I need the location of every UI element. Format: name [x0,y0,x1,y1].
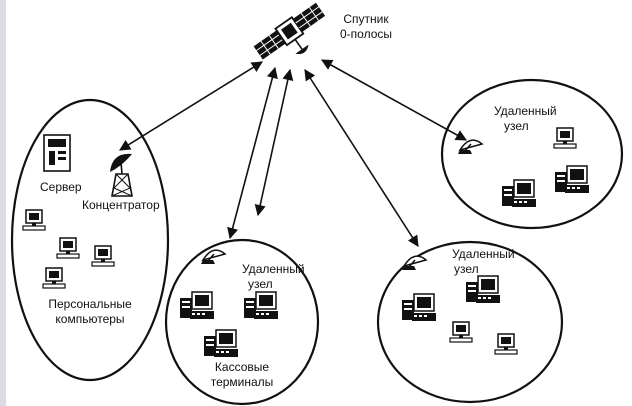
pc-icon [91,245,115,267]
remote-site-bottom-right-label-line1: Удаленный [452,247,515,261]
dish-icon [200,249,226,265]
satellite-label: Спутник 0-полосы [334,12,398,42]
cash-terminal-icon [179,291,215,320]
personal-computers-label-line1: Персональные [48,297,132,311]
cash-terminals-label-line1: Кассовые [214,360,270,374]
personal-computers-label: Персональные компьютеры [40,297,140,327]
concentrator-label: Концентратор [82,198,160,212]
cash-terminal-icon [554,165,590,194]
link-arrow-bottom-right [304,69,419,247]
dish-icon [457,139,483,155]
link-arrow-top-right [321,59,467,141]
dish-icon [401,255,427,271]
personal-computers-label-line2: компьютеры [55,312,125,326]
satellite-label-line2: 0-полосы [339,27,392,41]
remote-site-bottom-center-label-line2: узел [248,277,273,291]
cash-terminal-icon [243,291,279,320]
concentrator-dish-icon [110,153,133,197]
server-icon [43,134,71,172]
cash-terminal-icon [203,329,239,358]
cash-terminals-label-line2: терминалы [210,375,274,389]
cash-terminals-label: Кассовые терминалы [202,360,282,390]
pc-icon [449,321,473,343]
remote-site-bottom-right-label: Удаленный узел [452,247,515,277]
remote-site-top-right-label-line1: Удаленный [494,104,557,118]
pc-icon [22,209,46,231]
hub-site-ellipse [10,98,170,382]
remote-site-bottom-right-ellipse [376,240,564,404]
pc-icon [553,127,577,149]
link-arrow-center-left [227,66,278,240]
remote-site-top-right-ellipse [440,78,624,230]
satellite-icon [253,2,326,60]
remote-site-bottom-center-label: Удаленный узел [242,262,305,292]
pc-icon [56,237,80,259]
satellite-label-line1: Спутник [343,12,389,26]
remote-site-top-right-label: Удаленный узел [494,104,557,134]
remote-site-top-right-label-line2: узел [504,119,529,133]
left-edge-strip [0,0,6,406]
remote-site-bottom-right-label-line2: узел [454,262,479,276]
server-label: Сервер [40,180,82,194]
remote-site-bottom-center-ellipse [164,238,320,406]
cash-terminal-icon [401,293,437,322]
cash-terminal-icon [501,179,537,208]
cash-terminal-icon [465,275,501,304]
link-arrow-hub [119,61,263,151]
remote-site-bottom-center-label-line1: Удаленный [242,262,305,276]
pc-icon [42,267,66,289]
link-arrow-center-right [254,68,294,217]
pc-icon [494,333,518,355]
